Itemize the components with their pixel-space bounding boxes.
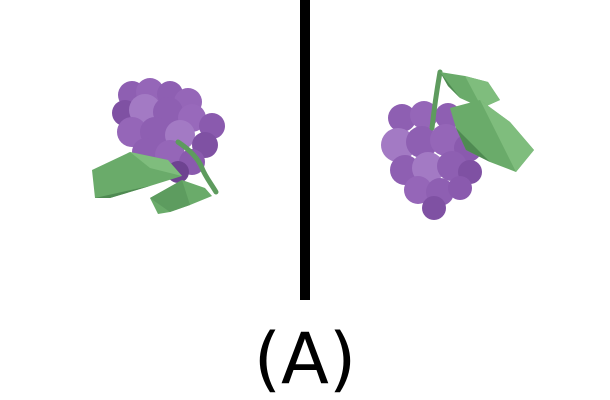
stem-right [429, 69, 443, 131]
grape-bunch-icon [381, 69, 534, 220]
leaf-left [92, 152, 212, 214]
figure-caption: (A) [253, 318, 357, 400]
stem-left [175, 139, 219, 195]
grape-cluster-right [381, 101, 482, 220]
right-view-panel [310, 0, 610, 300]
leaf-right-top [440, 72, 500, 108]
grape-bunch-icon [92, 78, 225, 214]
leaf-right-large [450, 100, 534, 172]
left-view-panel [0, 0, 300, 300]
divider-line [300, 0, 310, 300]
